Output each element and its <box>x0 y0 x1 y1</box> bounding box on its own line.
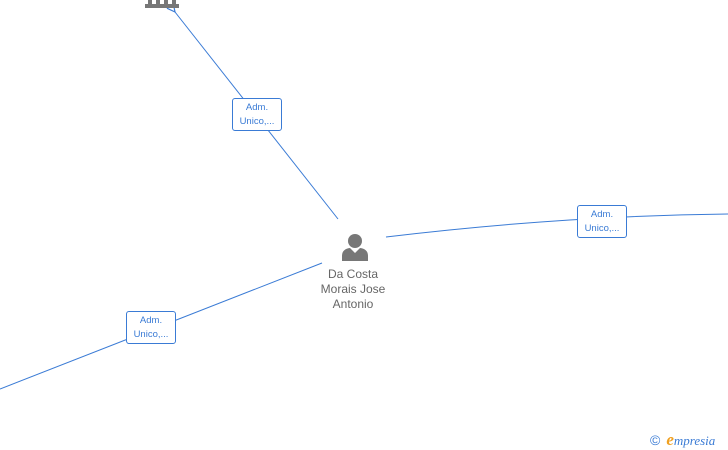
person-icon[interactable] <box>340 232 370 267</box>
copyright-icon: © <box>650 432 661 448</box>
edge-label-detail: Unico,... <box>584 223 620 234</box>
building-icon[interactable] <box>145 0 179 13</box>
person-name[interactable]: Da Costa Morais Jose Antonio <box>303 267 403 312</box>
edge-label-left[interactable]: Adm. Unico,... <box>126 311 176 344</box>
edge-label-right[interactable]: Adm. Unico,... <box>577 205 627 238</box>
brand-logo-text: mpresia <box>673 433 716 448</box>
edge-label-detail: Unico,... <box>133 329 169 340</box>
edge-label-detail: Unico,... <box>239 116 275 127</box>
edge-label-role: Adm. <box>245 102 269 113</box>
edge-label-role: Adm. <box>139 315 163 326</box>
person-name-line: Morais Jose <box>320 282 386 296</box>
brand-logo-initial: e <box>666 430 674 449</box>
edge-line-right[interactable] <box>385 213 728 238</box>
person-name-line: Da Costa <box>327 267 379 281</box>
person-name-line: Antonio <box>332 297 374 311</box>
brand-footer: © empresia <box>650 430 716 449</box>
edge-label-role: Adm. <box>590 209 614 220</box>
edge-label-company[interactable]: Adm. Unico,... <box>232 98 282 131</box>
